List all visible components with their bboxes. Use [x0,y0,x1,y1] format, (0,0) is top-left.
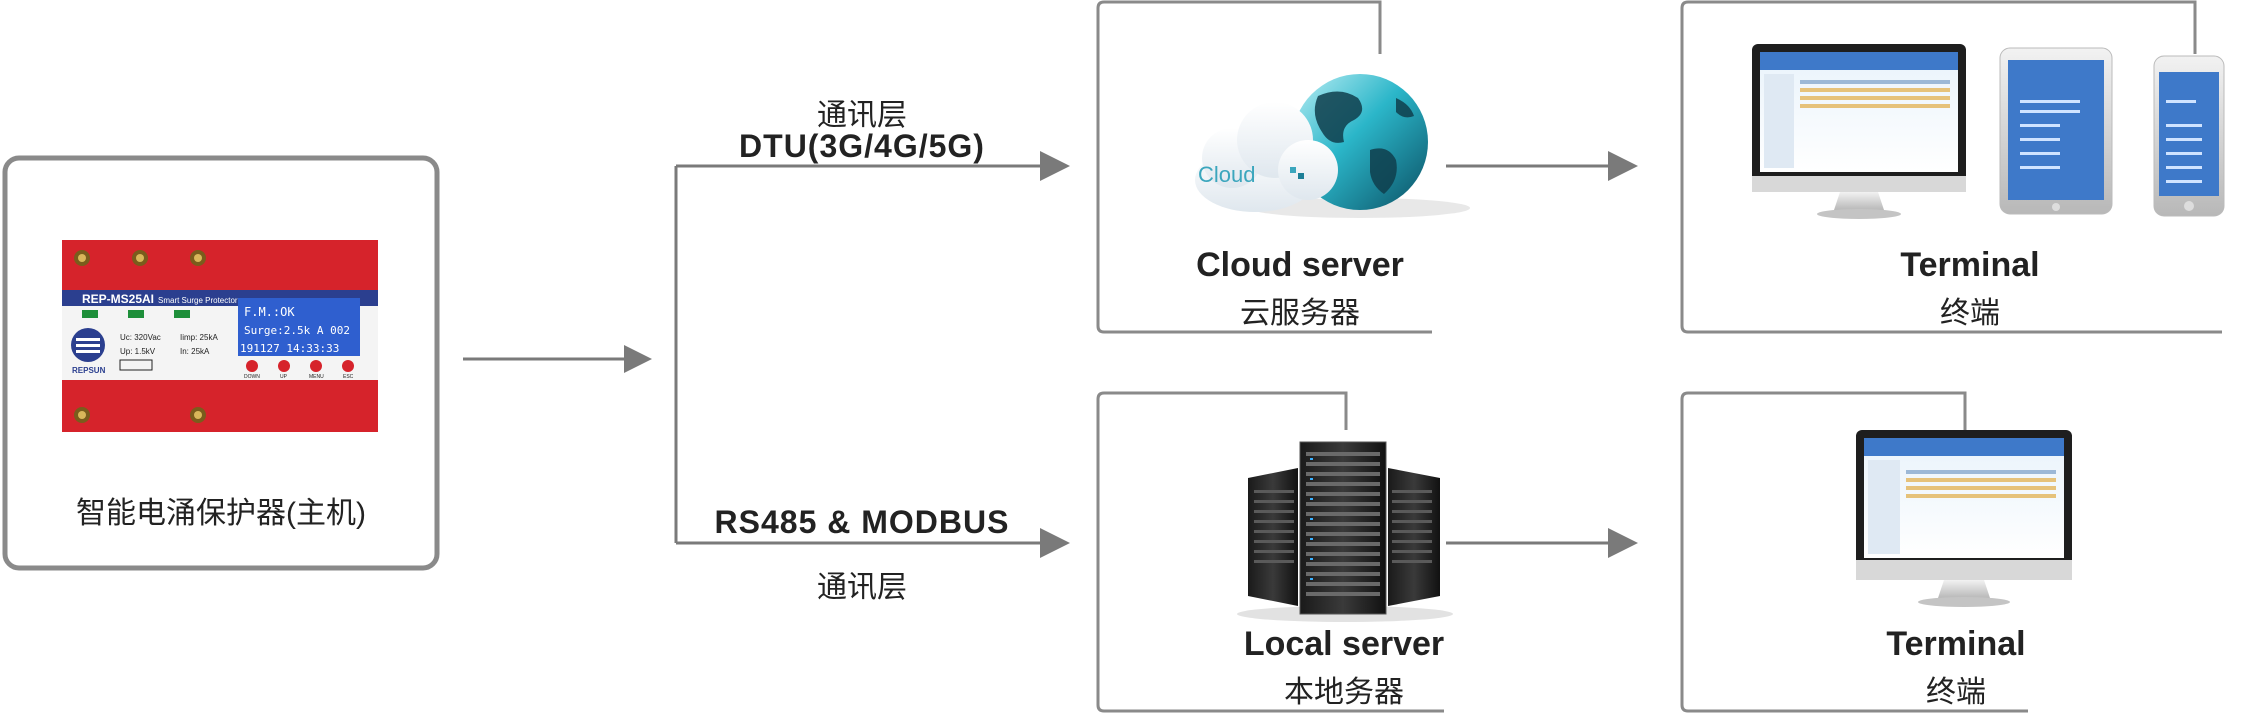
server-rack-icon [1237,441,1453,622]
lcd-line-1: F.M.:OK [244,305,295,319]
upper-layer-label: 通讯层 [817,99,907,132]
local-server-title: Local server [1243,625,1445,663]
repsun-logo-icon: REPSUN [71,328,106,375]
cloud-server-frame [1096,0,1432,334]
device-subtitle: Smart Surge Protector [158,296,238,305]
terminal-bottom-subtitle: 终端 [1926,676,1986,709]
terminal-top-subtitle: 终端 [1940,297,2000,330]
terminal-bottom-title: Terminal [1886,625,2026,663]
upper-protocol-label: DTU(3G/4G/5G) [739,128,985,164]
spec-up: Up: 1.5kV [120,347,156,356]
terminal-top-title: Terminal [1900,246,2040,284]
cloud-server-illustration: Cloud [1195,74,1470,218]
connector-lines [463,164,1612,545]
button-down-label: DOWN [244,374,260,380]
lower-protocol-label: RS485 & MODBUS [714,504,1010,540]
phone-icon [2153,55,2225,217]
device-caption: 智能电涌保护器(主机) [76,497,366,530]
terminal-screw-icon [74,250,206,423]
terminal-top-devices [1752,44,2225,219]
lcd-line-2: Surge:2.5k A 002 [244,324,350,337]
cloud-server-title: Cloud server [1196,246,1404,284]
device-buttons: DOWN UP MENU ESC [244,360,354,380]
button-esc-label: ESC [343,374,354,380]
arrow-to-bus-icon [624,345,652,373]
spec-in: In: 25kA [180,347,210,356]
arrow-to-local-icon [1040,528,1070,558]
local-server-subtitle: 本地务器 [1284,676,1404,709]
monitor-icon [1752,44,1966,219]
button-up-label: UP [280,374,288,380]
arrow-to-terminal-bottom-icon [1608,528,1638,558]
surge-protector-device: REP-MS25AI Smart Surge Protector REPSUN … [62,240,378,432]
spec-uc: Uc: 320Vac [120,333,161,342]
cloud-server-subtitle: 云服务器 [1240,297,1360,330]
local-server-frame [1096,391,1444,713]
cloud-logo-text: Cloud [1198,162,1255,187]
lower-layer-label: 通讯层 [817,571,907,604]
arrow-to-cloud-icon [1040,151,1070,181]
tablet-icon [1999,47,2113,215]
spec-imp: Iimp: 25kA [180,333,218,342]
node-frames [1096,0,2222,713]
button-menu-label: MENU [309,374,324,380]
device-model: REP-MS25AI [82,292,154,306]
lcd-display [238,298,360,356]
terminal-bottom-frame [1680,391,2028,713]
terminal-bottom-monitor-icon [1856,430,2072,607]
arrowheads [624,151,1638,558]
cloud-icon: Cloud [1195,102,1338,212]
terminal-top-frame [1680,0,2222,334]
arrow-to-terminal-top-icon [1608,151,1638,181]
device-brand: REPSUN [72,366,106,375]
lcd-line-3: 191127 14:33:33 [240,342,339,355]
